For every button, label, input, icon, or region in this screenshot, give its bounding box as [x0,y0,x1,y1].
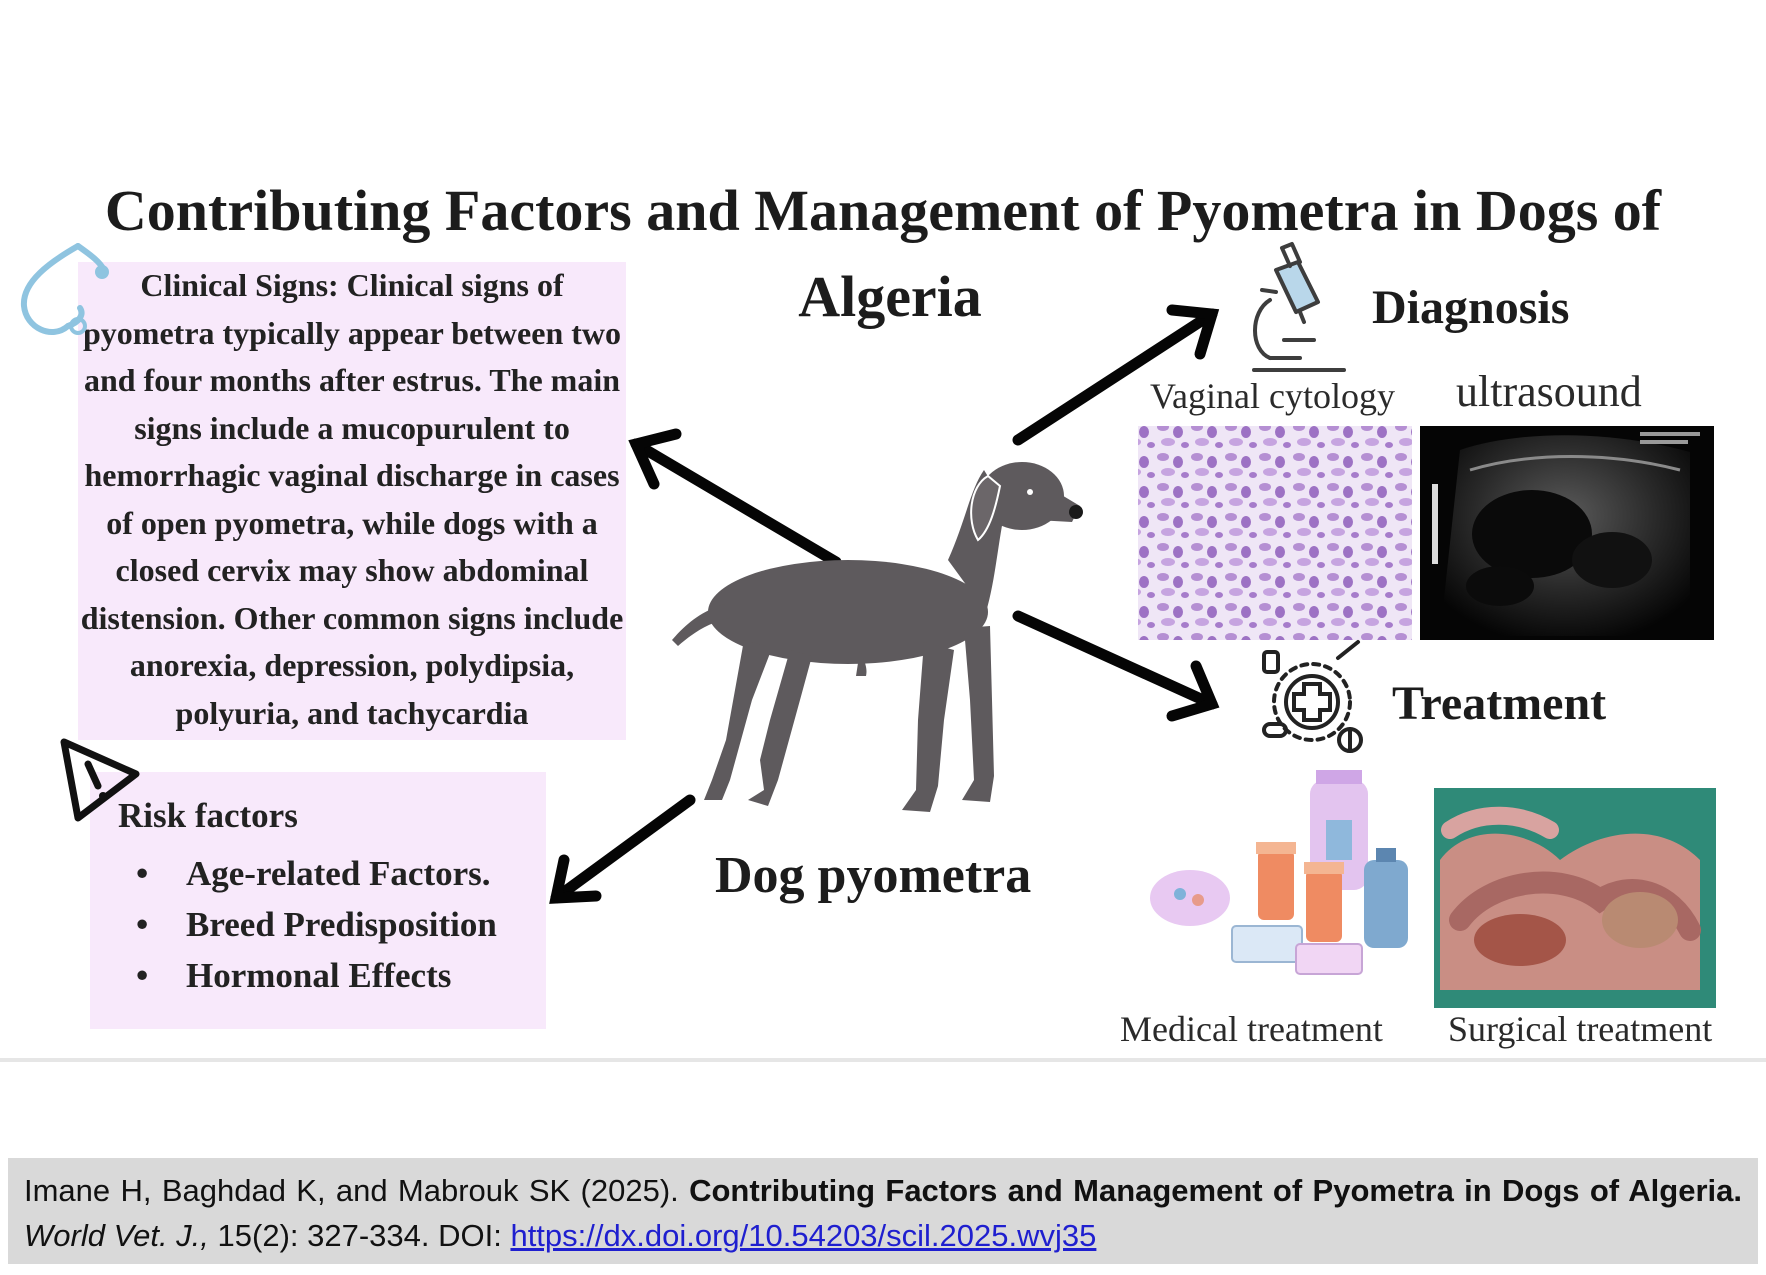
medical-cross-icon [1262,640,1363,753]
arrow-to-treatment [1012,610,1220,722]
citation-box: Imane H, Baghdad K, and Mabrouk SK (2025… [8,1158,1758,1264]
citation-journal: World Vet. J., [24,1218,209,1253]
stethoscope-icon [20,243,109,335]
clinical-signs-text: Clinical Signs: Clinical signs of pyomet… [80,267,624,731]
arrows [549,304,1220,904]
clinical-signs-panel [78,262,626,740]
surgical-treatment-image [1434,788,1716,1008]
list-item: •Age-related Factors. [136,854,491,893]
arrow-to-diagnosis [1012,304,1220,446]
diagnosis-heading: Diagnosis [1372,281,1570,334]
risk-factors-list: •Age-related Factors. •Breed Predisposit… [136,848,497,1001]
microscope-icon [1252,242,1346,372]
vaginal-cytology-image [1138,426,1412,640]
citation-authors: Imane H, Baghdad K, and Mabrouk SK (2025… [24,1173,690,1208]
warning-icon [60,738,140,822]
risk-factors-title: Risk factors [118,796,298,835]
ultrasound-image [1420,426,1714,640]
risk-factors-panel [90,772,546,1029]
arrow-to-clinical-signs [628,428,842,568]
treatment-heading: Treatment [1392,677,1607,730]
medical-treatment-caption: Medical treatment [1120,1009,1383,1049]
arrow-to-risk-factors [549,794,696,904]
diagram-title: Contributing Factors and Management of P… [104,178,1662,243]
divider [0,1058,1766,1062]
diagram-title-line2: Algeria [798,264,982,329]
medical-treatment-image [1150,770,1408,975]
doi-link[interactable]: https://dx.doi.org/10.54203/scil.2025.wv… [510,1218,1097,1253]
vaginal-cytology-caption: Vaginal cytology [1150,376,1395,416]
list-item: •Hormonal Effects [136,956,452,995]
center-label: Dog pyometra [715,847,1032,904]
citation-volume: 15(2): 327-334. DOI: [208,1218,511,1253]
ultrasound-caption: ultrasound [1456,367,1642,416]
surgical-treatment-caption: Surgical treatment [1448,1009,1713,1049]
dog-silhouette [672,462,1083,812]
citation-title: Contributing Factors and Management of P… [689,1173,1742,1208]
list-item: •Breed Predisposition [136,905,497,944]
